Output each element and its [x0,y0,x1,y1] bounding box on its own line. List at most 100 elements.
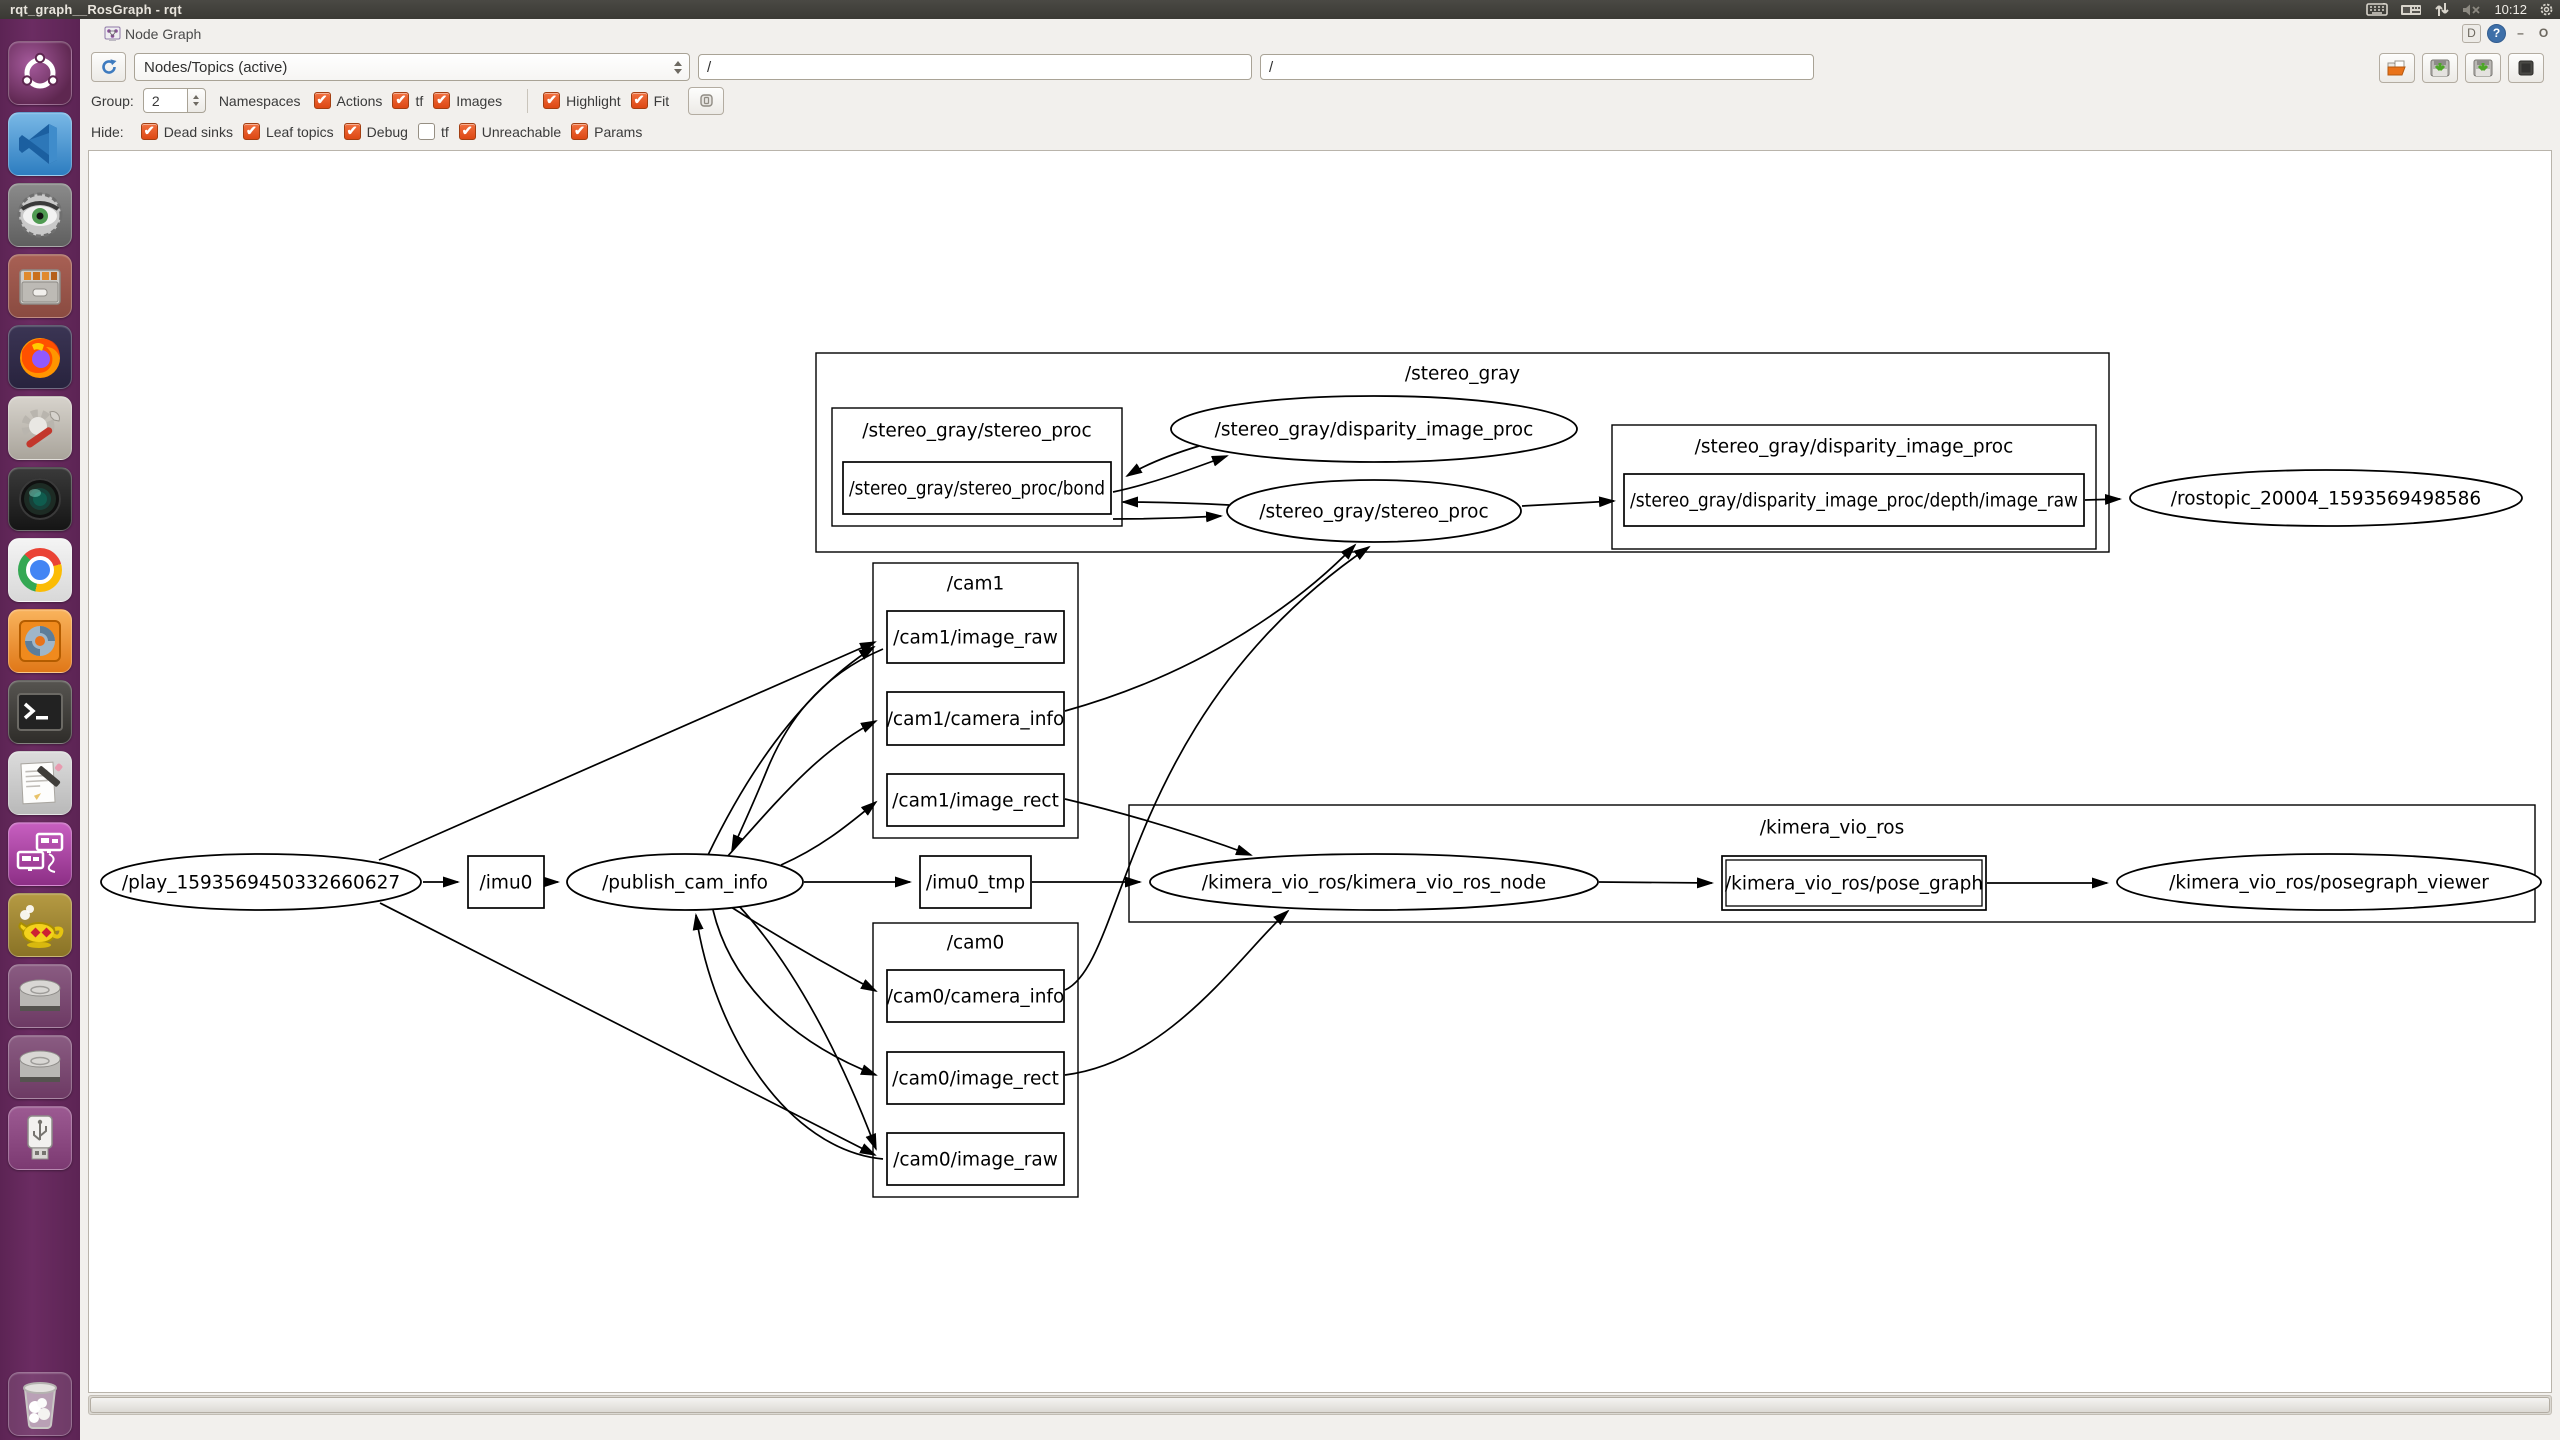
minimize-button[interactable]: – [2517,26,2524,40]
fit-check-item: Fit [630,92,669,109]
graph-label: /kimera_vio_ros [1760,818,1905,839]
graph-label: /stereo_gray/stereo_proc/bond [849,479,1105,500]
graph-type-value: Nodes/Topics (active) [144,58,288,76]
launcher-terminal[interactable] [8,680,72,744]
graph-edge:/cam0/image_raw->/publish_cam_info [692,913,884,1160]
debug-checkbox[interactable] [343,123,361,140]
graph-canvas[interactable]: /stereo_gray/stereo_gray/stereo_proc/ste… [88,150,2552,1393]
launcher-usb-drive[interactable] [8,1106,72,1170]
detach-button[interactable]: D [2462,23,2481,43]
graph-node-/publish_cam_info [566,853,804,911]
graph-topic-inner-border [1725,859,1983,907]
group-label: Group: [91,92,134,109]
dead-sinks-checkbox[interactable] [140,123,158,140]
topic-filter-input[interactable] [1260,54,1814,80]
screen-button[interactable] [2508,53,2544,83]
tf-hide-checkbox[interactable] [417,123,435,140]
dead-sinks-check-item: Dead sinks [140,123,233,140]
graph-label: /stereo_gray/disparity_image_proc [1695,437,2014,458]
dock-titlebar[interactable]: Node Graph D ? – O [80,19,2560,49]
snapshot-button[interactable] [688,86,725,115]
help-button[interactable]: ? [2487,23,2506,43]
dock-title: Node Graph [125,26,202,42]
launcher-firefox[interactable] [8,325,72,389]
params-label: Params [594,123,643,140]
graph-edge:/stereo_gray/stereo_proc->/stereo_gray/stereo_proc/bond [1121,496,1230,508]
actions-label: Actions [336,92,383,109]
network-arrows-icon[interactable] [2434,2,2450,17]
dead-sinks-label: Dead sinks [163,123,233,140]
graph-topic-/kimera_vio_ros/pose_graph [1721,855,1987,911]
launcher-settings-tools[interactable] [8,396,72,460]
leaf-topics-checkbox[interactable] [242,123,260,140]
graph-edge:/publish_cam_info->/cam1/camera_info [726,720,878,858]
tf-hide-check-item: tf [417,123,449,140]
graph-label: /cam0 [947,933,1005,954]
scrollbar-thumb[interactable] [90,1397,2550,1413]
debug-check-item: Debug [343,123,408,140]
fit-checkbox[interactable] [630,92,648,109]
launcher-file-cabinet[interactable] [8,254,72,318]
graph-label: /imu0 [480,873,533,894]
graph-type-select[interactable]: Nodes/Topics (active) [134,53,690,81]
launcher-shotwell[interactable] [8,609,72,673]
refresh-button[interactable] [91,52,126,82]
node-graph-icon [104,26,121,43]
chrome-logo [18,548,62,592]
launcher-vscode[interactable] [8,112,72,176]
highlight-checkbox[interactable] [543,92,561,109]
keyboard-icon[interactable] [2366,2,2389,17]
graph-label: /stereo_gray/disparity_image_proc/depth/… [1630,491,2078,512]
graph-topic-/imu0_tmp [919,855,1032,909]
save-as-button[interactable] [2465,53,2501,83]
launcher-text-editor[interactable] [8,751,72,815]
graph-edge:/cam0/image_rect->/kimera_vio_ros/kimera_vio_ros_node [1064,909,1290,1076]
unreachable-checkbox[interactable] [458,123,476,140]
graph-label: /cam1/image_raw [893,628,1058,649]
dock-buttons: D ? – O [2462,23,2552,43]
actions-check-item: Actions [313,92,383,109]
save-button[interactable] [2422,53,2458,83]
unreachable-check-item: Unreachable [458,123,561,140]
highlight-check-item: Highlight [543,92,621,109]
launcher-trash[interactable] [8,1372,72,1436]
graph-edge:/stereo_gray/stereo_proc/bond->/stereo_gray/disparity_image_proc [1112,455,1229,493]
node-filter-input[interactable] [698,54,1252,80]
spinbox-arrows-icon[interactable] [186,88,206,113]
graph-topic-/cam0/camera_info [886,969,1065,1023]
launcher-genie-lamp[interactable] [8,893,72,957]
graph-topic-/stereo_gray/stereo_proc/bond [842,461,1112,515]
launcher-hard-disk-1[interactable] [8,964,72,1028]
images-checkbox[interactable] [433,92,451,109]
graph-edge:/cam1/image_rect->/kimera_vio_ros/kimera_vio_ros_node [1064,798,1253,856]
launcher-ubuntu-logo[interactable] [8,41,72,105]
graph-node-/stereo_gray/stereo_proc [1226,479,1522,543]
leaf-topics-check-item: Leaf topics [242,123,334,140]
clock[interactable]: 10:12 [2494,2,2527,17]
graph-label: /cam1/camera_info [887,709,1065,730]
power-gear-icon[interactable] [2539,2,2554,17]
actions-checkbox[interactable] [313,92,331,109]
float-button[interactable]: O [2538,26,2549,40]
horizontal-scrollbar[interactable] [88,1395,2552,1415]
graph-node-/stereo_gray/disparity_image_proc [1170,395,1578,463]
graph-label: /stereo_gray/stereo_proc [1259,502,1488,523]
launcher-hard-disk-2[interactable] [8,1035,72,1099]
launcher-camera-lens[interactable] [8,467,72,531]
launcher-rqt-displays[interactable] [8,822,88,886]
graph-topic-/cam0/image_rect [886,1051,1065,1105]
launcher-eye-app[interactable] [8,183,72,247]
volume-muted-icon[interactable] [2462,3,2482,17]
graph-label: /kimera_vio_ros/posegraph_viewer [2169,873,2489,894]
launcher-chrome[interactable] [8,538,72,602]
tf-group-checkbox[interactable] [392,92,410,109]
window-title: rqt_graph__RosGraph - rqt [10,2,182,17]
input-method-icon[interactable] [2400,3,2422,17]
group-depth-spinbox[interactable]: 2 [142,88,206,113]
graph-label: /stereo_gray/stereo_proc [862,421,1091,442]
graph-edge:/cam0/camera_info->/stereo_gray/stereo_proc [1064,545,1371,991]
open-button[interactable] [2379,53,2415,83]
params-checkbox[interactable] [571,123,589,140]
graph-label: /cam1/image_rect [892,791,1059,812]
